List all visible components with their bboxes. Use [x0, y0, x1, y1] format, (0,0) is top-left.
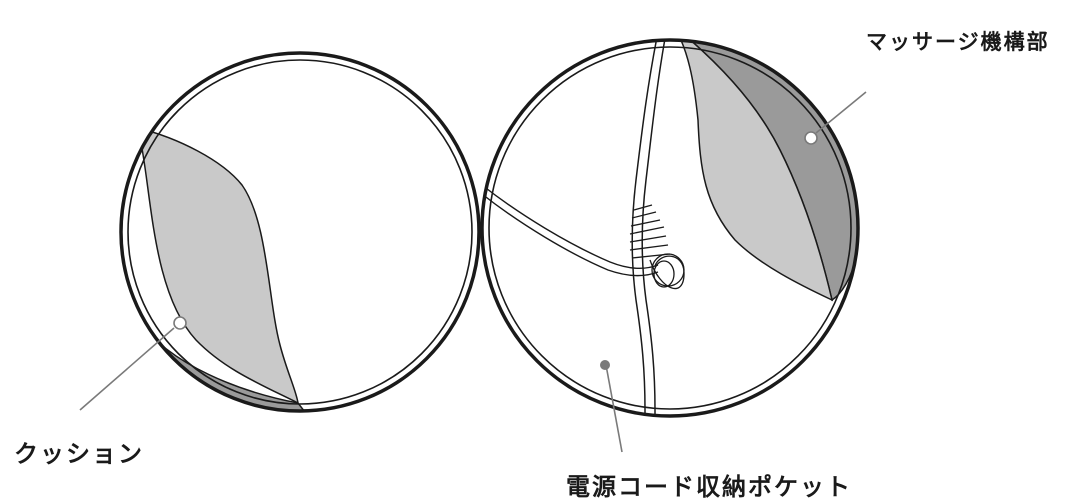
left-detail-circle [60, 53, 479, 470]
massage-mechanism-label: マッサージ機構部 [866, 26, 1050, 56]
right-detail-circle [482, 22, 860, 425]
leader-cushion-marker [174, 317, 186, 329]
leader-massage-marker [805, 132, 817, 144]
cushion-label: クッション [14, 434, 144, 469]
leader-pocket-marker [600, 360, 610, 370]
cord-pocket-label: 電源コード収納ポケット [566, 467, 852, 502]
leader-cushion [80, 317, 186, 410]
